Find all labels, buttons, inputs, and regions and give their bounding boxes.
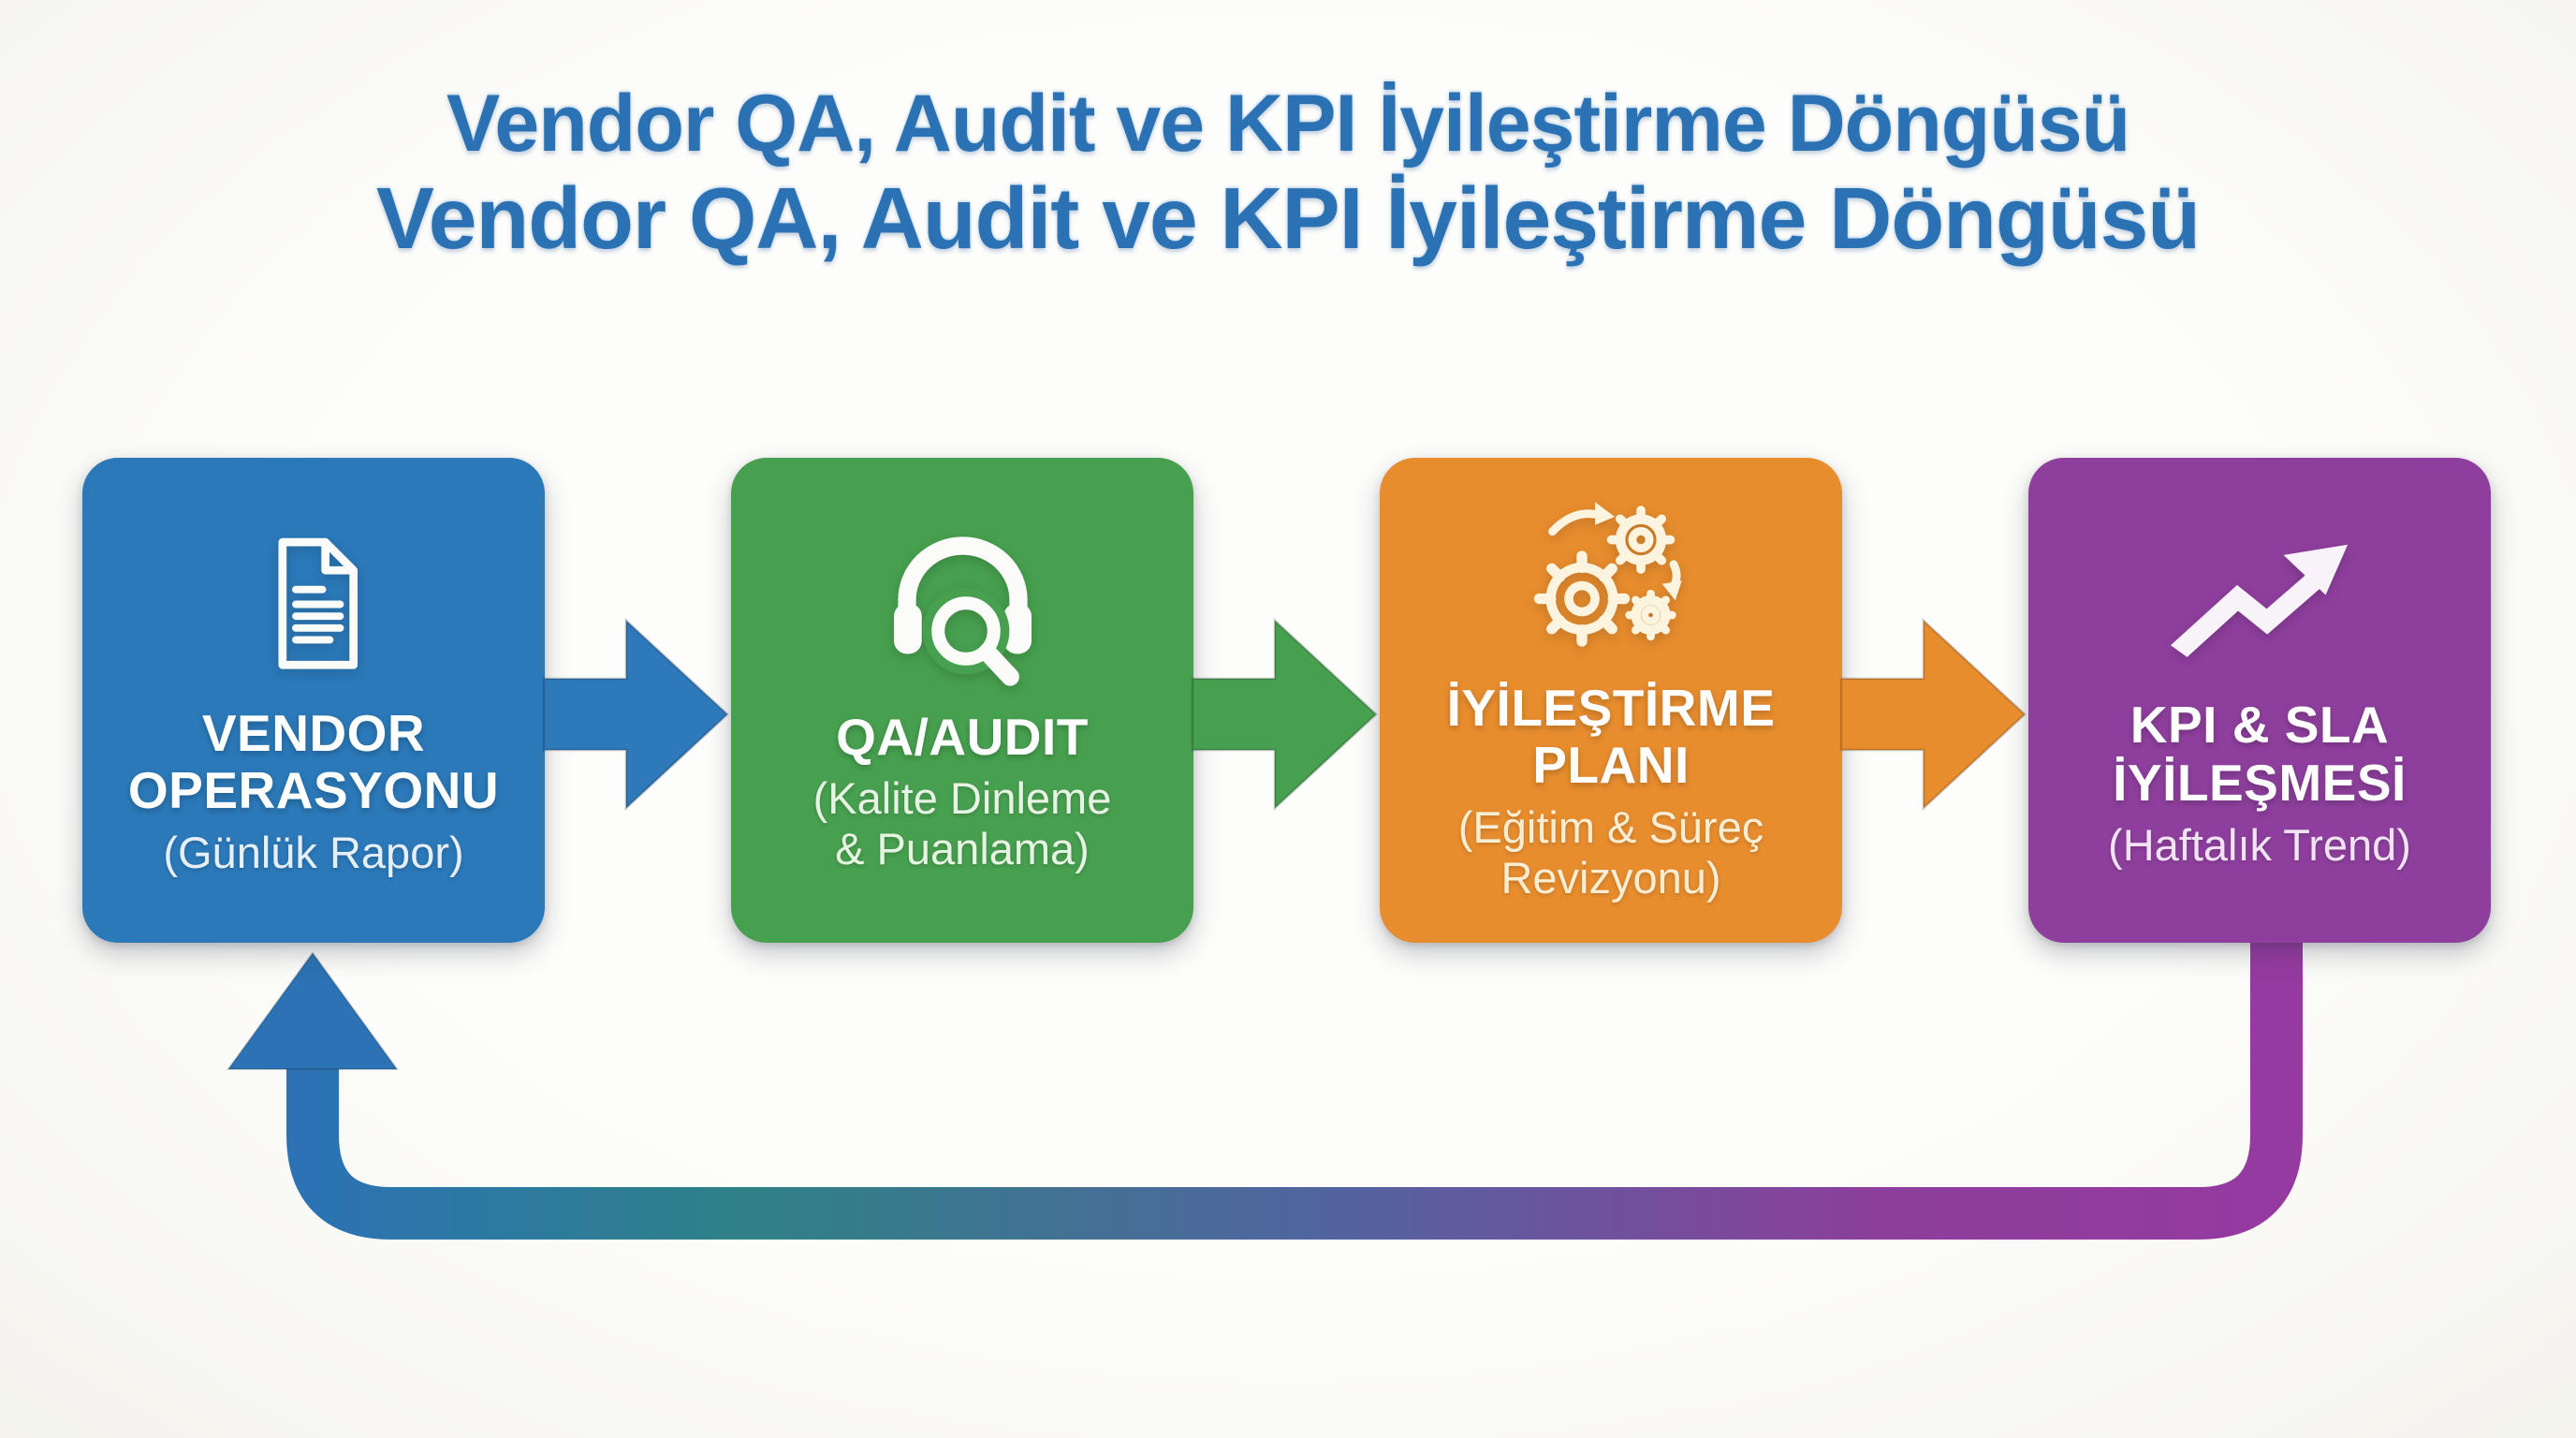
step-heading: KPI & SLA İYİLEŞMESİ — [2113, 697, 2407, 812]
page-title-line2: Vendor QA, Audit ve KPI İyileştirme Döng… — [375, 169, 2201, 267]
subtitle-line: & Puanlama) — [835, 824, 1090, 874]
subtitle-line: (Günlük Rapor) — [163, 828, 464, 878]
heading-line: QA/AUDIT — [836, 707, 1089, 766]
step-subtitle: (Günlük Rapor) — [163, 828, 463, 878]
document-icon — [278, 537, 359, 669]
step-heading: QA/AUDIT — [836, 707, 1089, 767]
page-title-line1: Vendor QA, Audit ve KPI İyileştirme Döng… — [446, 79, 2130, 169]
step-box-kpi-sla: KPI & SLA İYİLEŞMESİ (Haftalık Trend) — [2028, 458, 2491, 943]
arrow-step3-to-step4 — [1839, 618, 2027, 811]
loop-arrowhead — [227, 951, 399, 1070]
arrow-step2-to-step3 — [1191, 618, 1378, 811]
step-subtitle: (Haftalık Trend) — [2108, 820, 2411, 871]
heading-line: KPI & SLA — [2130, 696, 2390, 755]
heading-line: İYİLEŞTİRME — [1446, 678, 1776, 737]
subtitle-line: Revizyonu) — [1500, 853, 1721, 903]
subtitle-line: (Eğitim & Süreç — [1457, 802, 1764, 853]
page-title: Vendor QA, Audit ve KPI İyileştirme Döng… — [0, 79, 2576, 267]
loop-path — [286, 936, 2303, 1240]
headset-magnifier-icon — [893, 536, 1032, 686]
heading-line: VENDOR — [201, 703, 426, 762]
heading-line: PLANI — [1532, 736, 1690, 795]
subtitle-line: (Kalite Dinleme — [812, 773, 1112, 824]
step-box-vendor-operasyonu: VENDOR OPERASYONU (Günlük Rapor) — [82, 458, 545, 943]
step-heading: İYİLEŞTİRME PLANI — [1446, 678, 1776, 795]
step-subtitle: (Kalite Dinleme & Puanlama) — [813, 773, 1112, 874]
subtitle-line: (Haftalık Trend) — [2108, 819, 2411, 870]
heading-line: İYİLEŞMESİ — [2113, 753, 2407, 812]
gears-icon — [1533, 502, 1682, 647]
arrow-step1-to-step2 — [542, 618, 729, 811]
step-subtitle: (Eğitim & Süreç Revizyonu) — [1458, 802, 1764, 903]
trend-up-icon — [2170, 545, 2349, 658]
step-heading: VENDOR OPERASYONU — [127, 703, 500, 820]
step-box-qa-audit: QA/AUDIT (Kalite Dinleme & Puanlama) — [731, 458, 1193, 943]
heading-line: OPERASYONU — [127, 761, 500, 820]
step-box-iyilestirme-plani: İYİLEŞTİRME PLANI (Eğitim & Süreç Revizy… — [1380, 458, 1842, 943]
